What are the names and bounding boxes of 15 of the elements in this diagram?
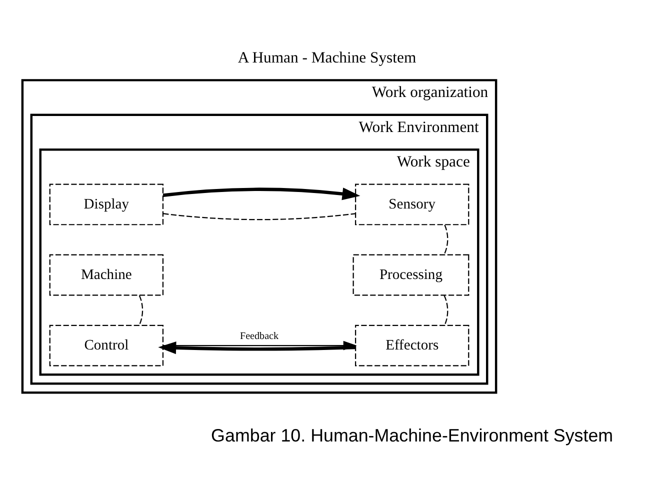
connector bbox=[443, 224, 448, 255]
connector bbox=[138, 295, 143, 326]
node-box: Effectors bbox=[354, 324, 469, 366]
node-box: Display bbox=[48, 184, 164, 226]
caption: Gambar 10. Human-Machine-Environment System bbox=[210, 426, 613, 446]
node-box: Control bbox=[48, 324, 164, 366]
edge-label: Feedback bbox=[239, 331, 278, 342]
connector bbox=[443, 295, 448, 326]
arrow bbox=[158, 342, 355, 354]
connector bbox=[162, 213, 355, 220]
arrow bbox=[162, 188, 360, 200]
node-box: Machine bbox=[48, 254, 164, 296]
node-box: Processing bbox=[352, 254, 469, 296]
diagram-title: A Human - Machine System bbox=[237, 50, 416, 66]
node-box: Sensory bbox=[354, 184, 469, 226]
